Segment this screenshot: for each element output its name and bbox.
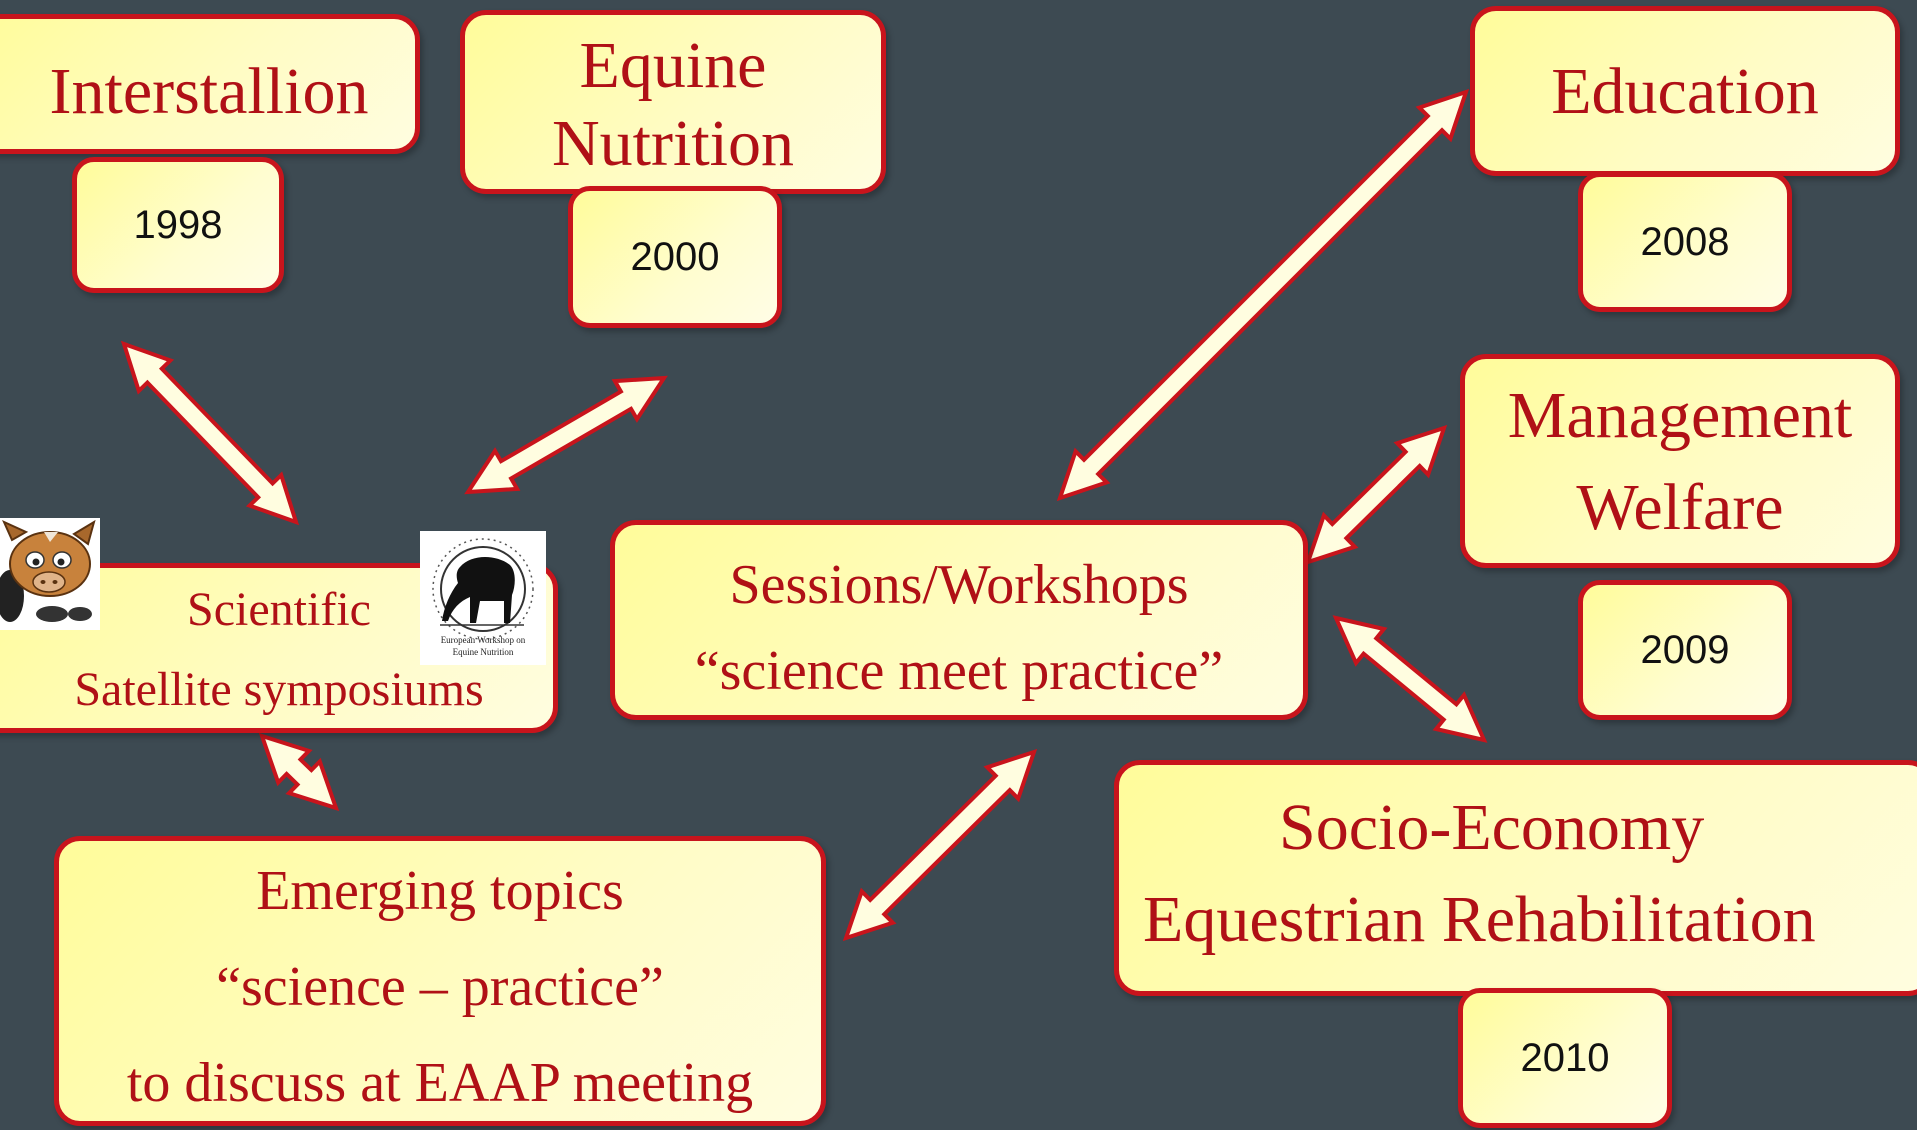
scientific-line1: Scientific bbox=[187, 583, 371, 636]
equine-nutrition-year: 2000 bbox=[568, 186, 782, 328]
arrow-nutrition-scientific bbox=[464, 375, 668, 495]
emerging-line2: “science – practice” bbox=[216, 956, 664, 1018]
equine-nutrition-line2: Nutrition bbox=[552, 107, 794, 180]
arrow-education-sessions bbox=[1056, 88, 1470, 502]
socio-economy-box: Socio-Economy Equestrian Rehabilitation bbox=[1114, 760, 1917, 996]
sessions-box: Sessions/Workshops “science meet practic… bbox=[610, 520, 1308, 720]
sessions-line1: Sessions/Workshops bbox=[729, 554, 1189, 616]
socio-economy-line2: Equestrian Rehabilitation bbox=[1143, 883, 1816, 956]
equine-nutrition-box: Equine Nutrition bbox=[460, 10, 886, 194]
logo-caption-2: Equine Nutrition bbox=[452, 647, 514, 657]
logo-caption-1: European Workshop on bbox=[440, 635, 526, 645]
socio-economy-year: 2010 bbox=[1458, 988, 1672, 1128]
sessions-line2: “science meet practice” bbox=[694, 640, 1224, 702]
interstallion-box: Interstallion bbox=[0, 14, 420, 154]
management-welfare-line2: Welfare bbox=[1576, 471, 1784, 544]
management-welfare-line1: Management bbox=[1507, 379, 1853, 452]
education-year: 2008 bbox=[1578, 172, 1792, 312]
arrow-sessions-socio bbox=[1332, 615, 1488, 743]
arrow-scientific-emerging bbox=[258, 732, 340, 812]
management-welfare-year: 2009 bbox=[1578, 580, 1792, 720]
equine-nutrition-line1: Equine bbox=[579, 29, 767, 102]
interstallion-title: Interstallion bbox=[49, 55, 369, 128]
arrow-sessions-emerging bbox=[842, 748, 1038, 942]
socio-economy-line1: Socio-Economy bbox=[1279, 791, 1705, 864]
emerging-box: Emerging topics “science – practice” to … bbox=[54, 836, 826, 1126]
education-box: Education bbox=[1470, 6, 1900, 176]
arrow-interstallion-scientific bbox=[120, 340, 300, 526]
cartoon-horse-icon bbox=[0, 518, 100, 630]
education-title: Education bbox=[1551, 55, 1819, 128]
emerging-line1: Emerging topics bbox=[256, 860, 624, 922]
management-welfare-box: Management Welfare bbox=[1460, 354, 1900, 568]
interstallion-year: 1998 bbox=[72, 157, 284, 293]
scientific-line2: Satellite symposiums bbox=[74, 663, 484, 716]
arrow-management-sessions bbox=[1304, 424, 1448, 566]
horse-grazing-logo-icon: European Workshop on Equine Nutrition bbox=[420, 531, 546, 665]
emerging-line3: to discuss at EAAP meeting bbox=[126, 1052, 754, 1114]
